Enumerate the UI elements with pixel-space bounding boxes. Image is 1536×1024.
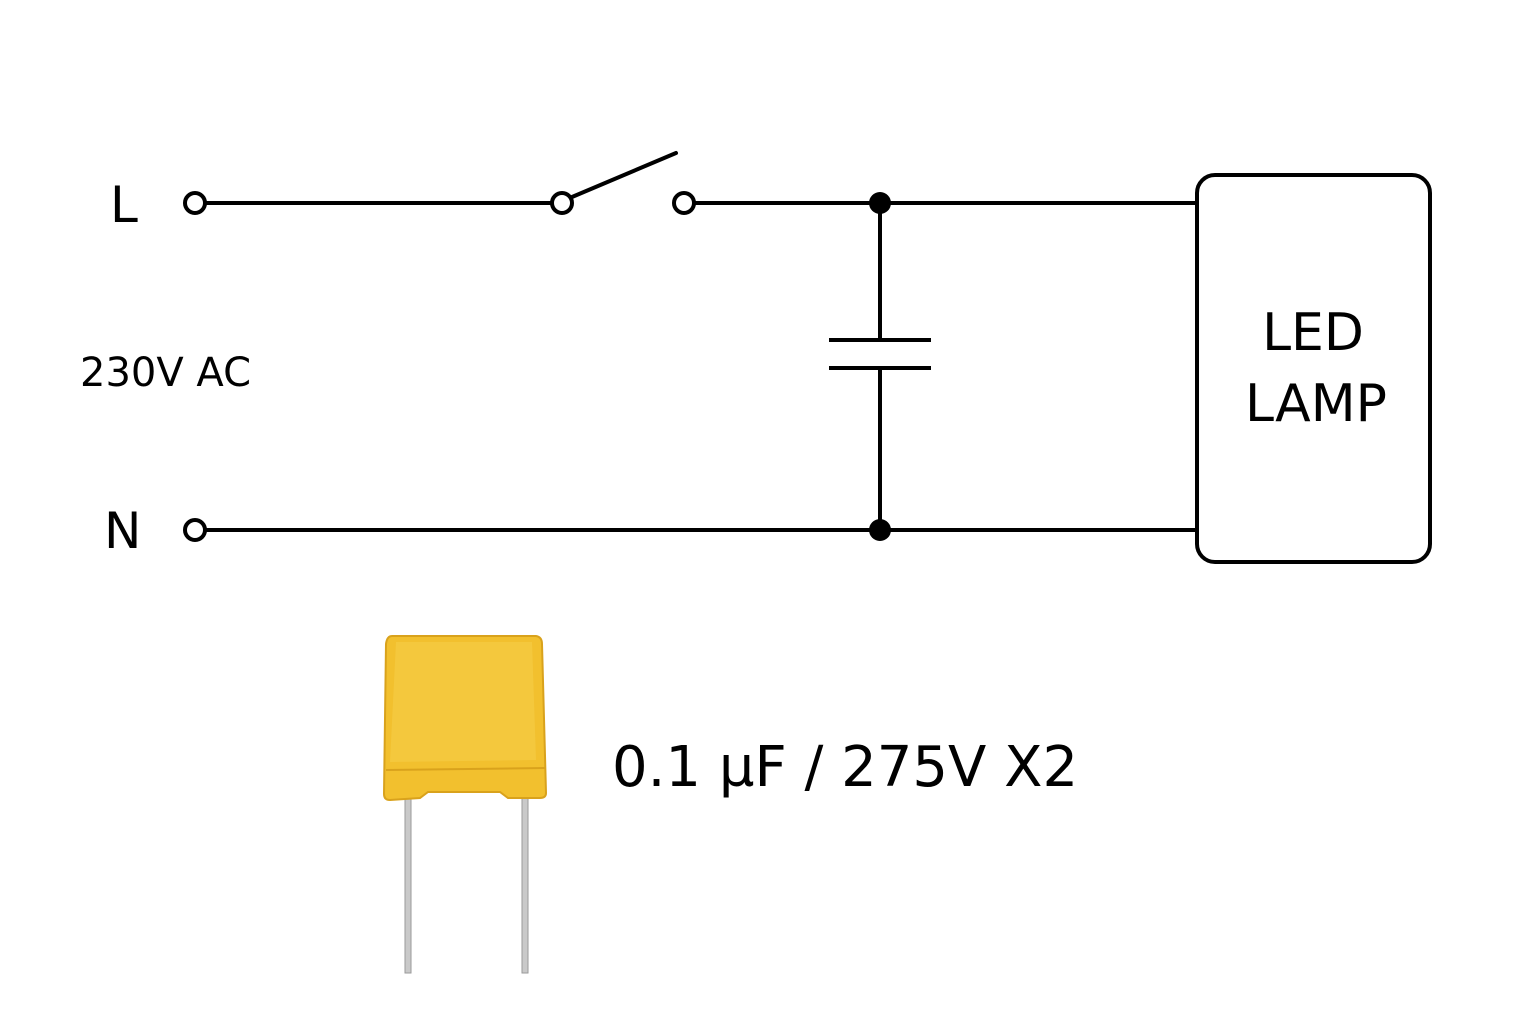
capacitor-lead-left	[404, 784, 412, 974]
switch-contact-right	[672, 191, 696, 215]
x2-capacitor-photo	[382, 635, 548, 974]
led-lamp-label-line2: LAMP	[1245, 374, 1387, 434]
junction-dot-bottom	[869, 519, 891, 541]
capacitor-body-ridge	[385, 767, 547, 771]
neutral-terminal-label: N	[104, 502, 141, 560]
switch-contact-left	[550, 191, 574, 215]
switch-lever	[570, 151, 678, 199]
line-terminal-circle	[183, 191, 207, 215]
capacitor-lead-right	[521, 784, 529, 974]
line-terminal-label: L	[110, 176, 138, 234]
supply-voltage-label: 230V AC	[80, 350, 251, 396]
capacitor-body-highlight	[390, 642, 536, 762]
neutral-terminal-circle	[183, 518, 207, 542]
junction-dot-top	[869, 192, 891, 214]
led-lamp-box	[1195, 173, 1432, 564]
led-lamp-label-line1: LED	[1262, 303, 1364, 363]
capacitor-spec-label: 0.1 µF / 275V X2	[612, 735, 1078, 800]
